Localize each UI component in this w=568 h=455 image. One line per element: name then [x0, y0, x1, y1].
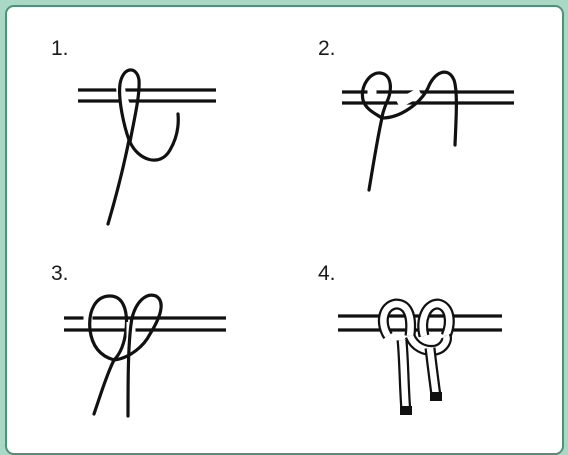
instruction-panel: [5, 5, 564, 455]
left-tail-end: [400, 406, 412, 415]
step-1-label: 1.: [51, 37, 69, 60]
step-4-label: 4.: [318, 262, 336, 285]
right-tail-end: [430, 392, 442, 401]
step-3-label: 3.: [51, 262, 69, 285]
step-2-label: 2.: [318, 37, 336, 60]
